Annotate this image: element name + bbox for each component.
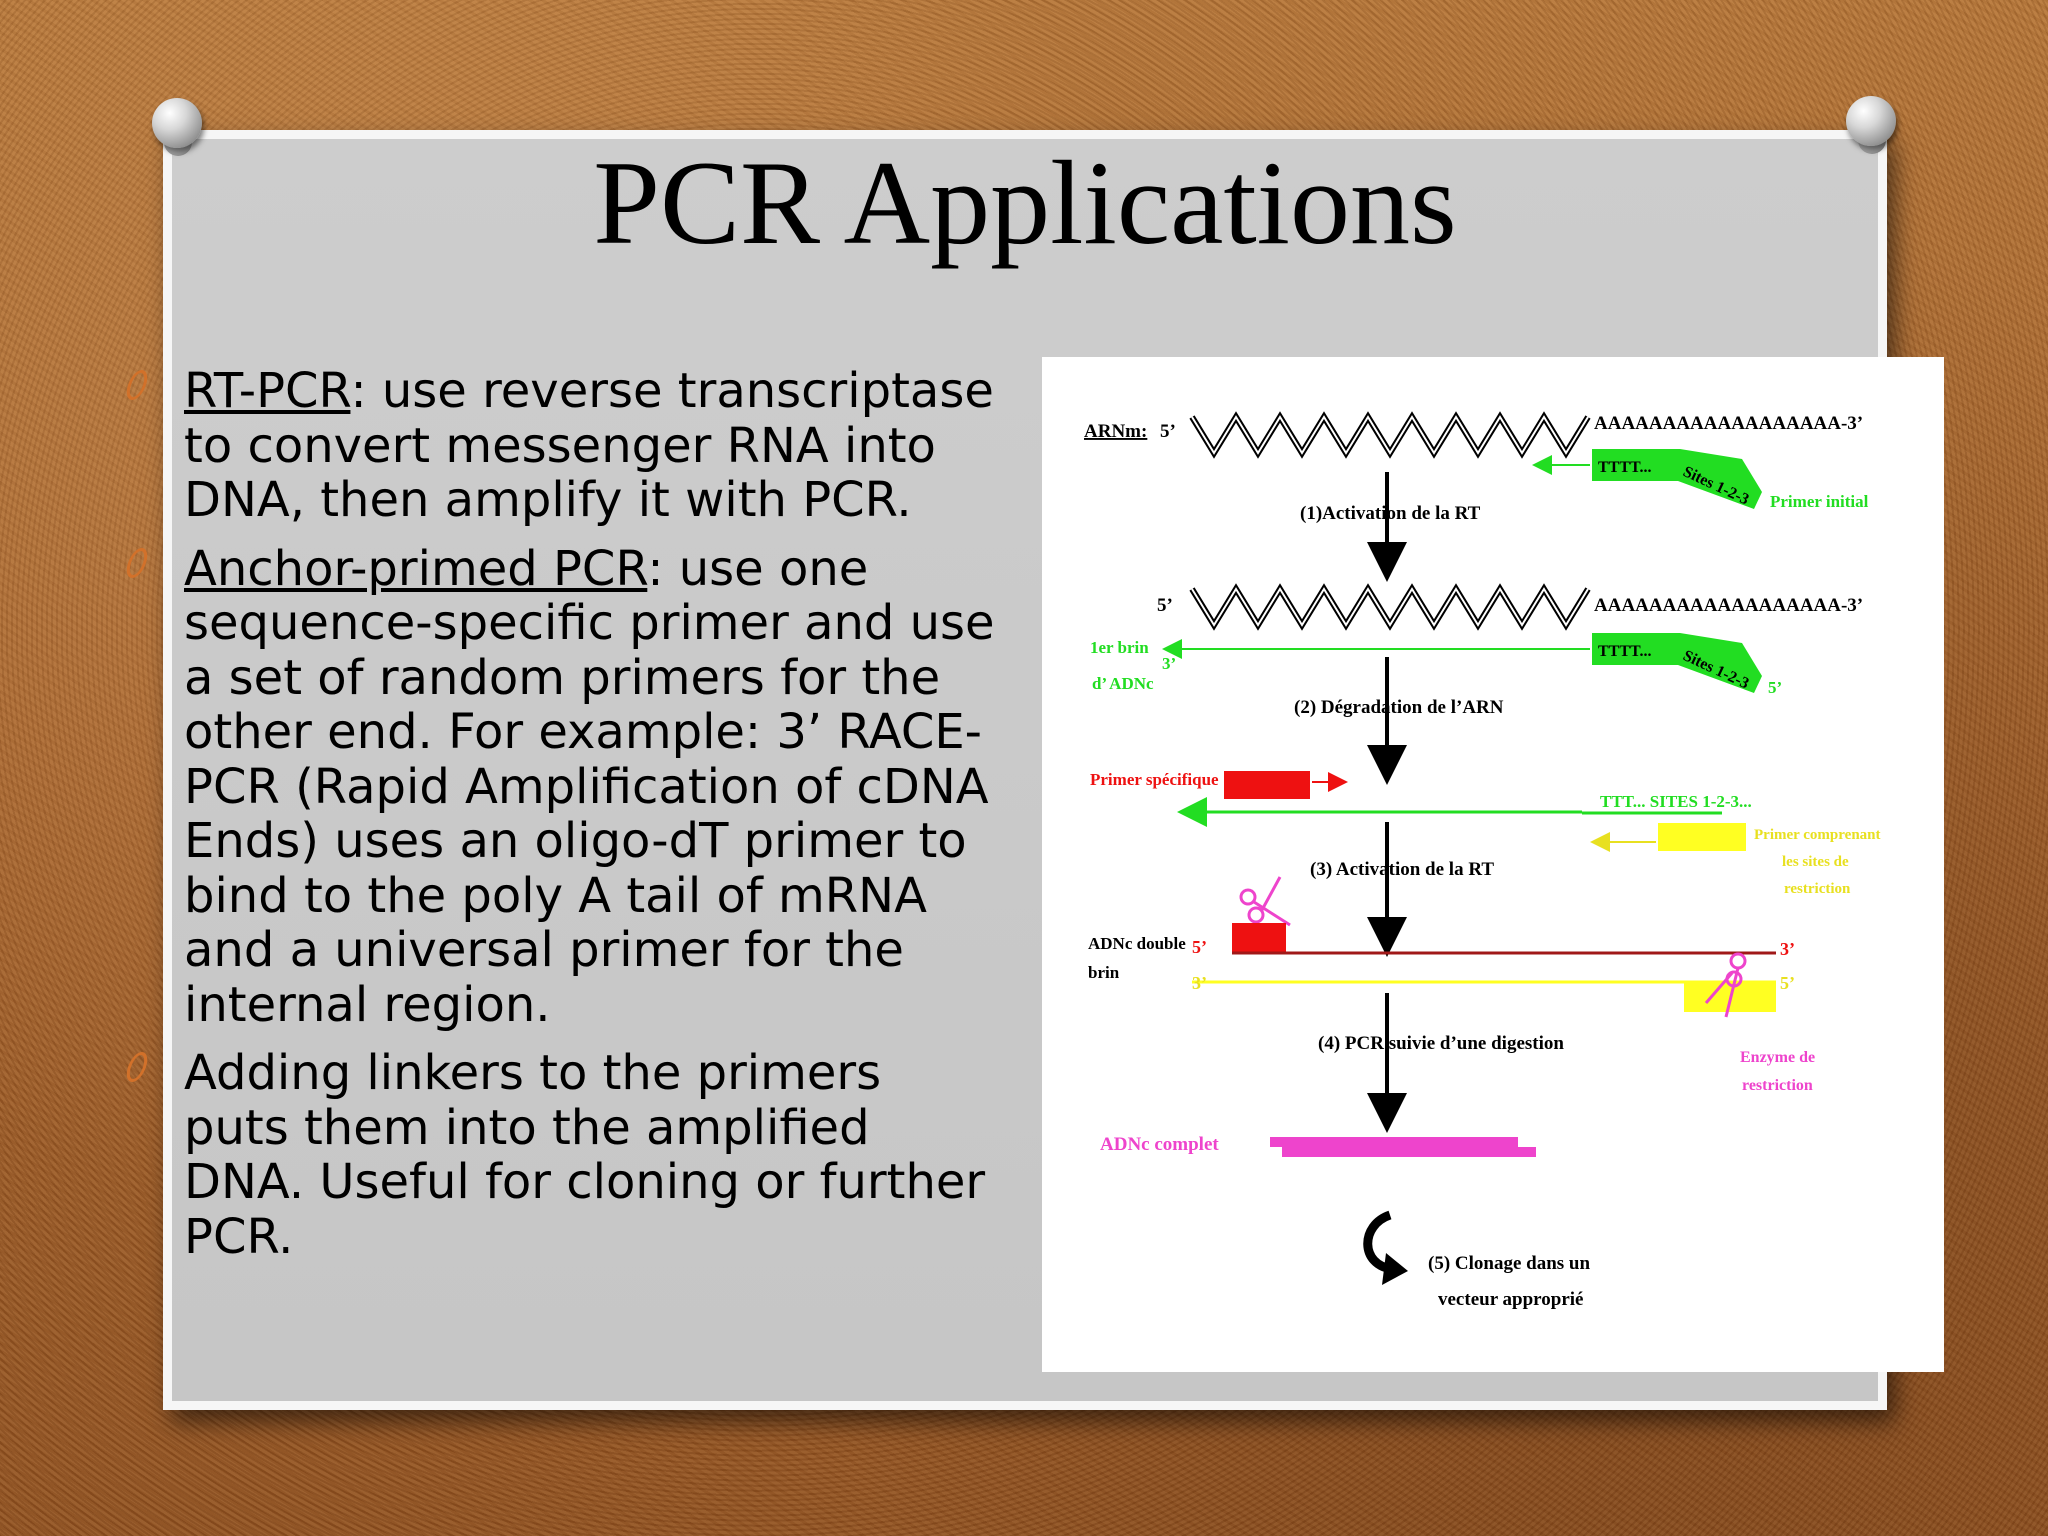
- pushpin-top-left-icon: [142, 88, 212, 158]
- bullet-text: : use one sequence-specific primer and u…: [184, 540, 995, 1033]
- curved-arrow-icon: [1363, 1210, 1408, 1285]
- scissors-icon-2: [1704, 952, 1747, 1018]
- five-prime-yellow: 5’: [1780, 973, 1795, 993]
- enzyme-label-1: Enzyme de: [1740, 1049, 1815, 1066]
- primer-restriction-label-1: Primer comprenant: [1754, 827, 1881, 843]
- scissors-icon: [1239, 876, 1291, 927]
- mrna-zigzag-2: [1189, 583, 1591, 631]
- adnc-complet-bottom: [1282, 1147, 1536, 1157]
- pushpin-top-right-icon: [1836, 86, 1906, 156]
- step3-label: (3) Activation de la RT: [1310, 859, 1494, 880]
- three-prime-yellow: 3’: [1192, 973, 1207, 993]
- specific-primer-block: [1224, 771, 1310, 799]
- tttt-label: TTTT...: [1598, 459, 1652, 476]
- bullet-term: RT-PCR: [184, 363, 351, 419]
- step2-label: (2) Dégradation de l’ARN: [1294, 697, 1504, 718]
- bullet-marker-icon: [123, 547, 151, 578]
- bullet-text: : use reverse transcriptase to convert m…: [184, 363, 994, 528]
- step5-label-1: (5) Clonage dans un: [1428, 1253, 1590, 1274]
- bullet-marker-icon: [123, 370, 151, 400]
- primer-initial-shape-2: [1592, 633, 1762, 693]
- primer-restriction-label-2: les sites de: [1782, 854, 1849, 870]
- bullet-anchor-primed-pcr: Anchor-primed PCR: use one sequence-spec…: [118, 540, 998, 1033]
- rt-pcr-diagram: ARNm: 5’ AAAAAAAAAAAAAAAAAA-3’ TTTT... S…: [1042, 357, 1944, 1372]
- five-prime-red: 5’: [1192, 937, 1207, 957]
- three-prime-label: 3’: [1162, 654, 1176, 673]
- bullet-list: RT-PCR: use reverse transcriptase to con…: [118, 364, 998, 1278]
- ttt-sites-label: TTT... SITES 1-2-3...: [1600, 792, 1752, 811]
- primer-specifique-label: Primer spécifique: [1090, 770, 1219, 789]
- bullet-adding-linkers: Adding linkers to the primers puts them …: [118, 1046, 998, 1264]
- primer-restriction-label-3: restriction: [1784, 881, 1851, 897]
- tttt-label-2: TTTT...: [1598, 643, 1652, 660]
- restriction-site-red: [1232, 923, 1286, 953]
- enzyme-label-2: restriction: [1742, 1077, 1813, 1094]
- adnc-double-label-2: brin: [1088, 963, 1120, 982]
- bullet-marker-icon: [123, 1052, 151, 1082]
- adnc-double-label-1: ADNc double: [1088, 934, 1186, 953]
- step5-label-2: vecteur approprié: [1438, 1289, 1583, 1310]
- three-prime-red: 3’: [1780, 939, 1795, 959]
- adnc-complet-top: [1270, 1137, 1518, 1147]
- bullet-rt-pcr: RT-PCR: use reverse transcriptase to con…: [118, 364, 998, 528]
- primer-initial-label: Primer initial: [1770, 492, 1869, 511]
- bullet-text: Adding linkers to the primers puts them …: [184, 1045, 986, 1265]
- mrna-zigzag: [1189, 411, 1591, 459]
- slide-title: PCR Applications: [593, 136, 1457, 269]
- five-prime-label-3: 5’: [1768, 678, 1782, 697]
- arn-label: ARNm:: [1084, 421, 1147, 442]
- five-prime-label: 5’: [1160, 421, 1176, 442]
- five-prime-label-2: 5’: [1157, 595, 1173, 616]
- bullet-term: Anchor-primed PCR: [184, 540, 648, 597]
- poly-a-tail-2: AAAAAAAAAAAAAAAAAA-3’: [1594, 595, 1863, 616]
- step1-label: (1)Activation de la RT: [1300, 503, 1481, 524]
- strand-label-1: 1er brin: [1090, 638, 1149, 657]
- adnc-complet-label: ADNc complet: [1100, 1134, 1219, 1155]
- poly-a-tail: AAAAAAAAAAAAAAAAAA-3’: [1594, 413, 1863, 434]
- restriction-primer-block: [1658, 823, 1746, 851]
- step4-label: (4) PCR suivie d’une digestion: [1318, 1033, 1564, 1054]
- primer-initial-shape: [1592, 449, 1762, 509]
- strand-label-2: d’ ADNc: [1092, 674, 1154, 693]
